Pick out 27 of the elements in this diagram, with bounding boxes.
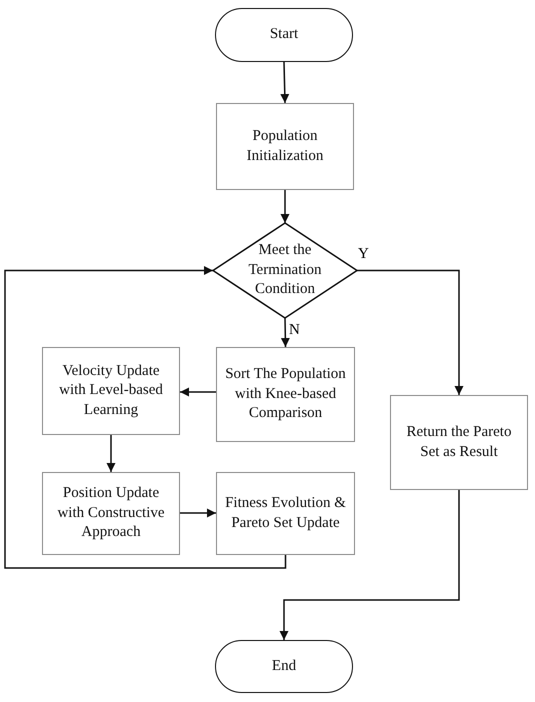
arrow	[280, 62, 290, 104]
node-text: Sort The Population with Knee-based Comparison	[225, 365, 346, 424]
process-box	[42, 347, 180, 435]
process-box	[42, 472, 180, 555]
node-text: Fitness Evolution & Pareto Set Update	[225, 494, 346, 532]
node-text: Velocity Update with Level-based Learning	[58, 362, 164, 420]
node-text: Return the Pareto Set as Result	[406, 423, 512, 462]
arrow	[280, 190, 290, 223]
process-box	[216, 347, 355, 442]
process-box	[216, 472, 355, 555]
arrow	[180, 508, 216, 518]
node-text: Population Initialization	[246, 127, 324, 166]
node-text: End	[272, 656, 296, 676]
arrow	[4, 266, 286, 569]
process-box	[390, 395, 528, 490]
process-box	[216, 103, 354, 190]
arrow	[106, 435, 116, 472]
arrow	[180, 388, 216, 396]
node-text: Start	[270, 25, 298, 44]
decision-diamond	[213, 223, 357, 318]
arrow	[280, 318, 290, 348]
node-text: Position Update with Constructive Approach	[56, 484, 166, 542]
arrow	[357, 270, 464, 395]
node-text: Meet the Termination Condition	[247, 241, 323, 300]
terminal-pill	[215, 8, 353, 62]
terminal-pill	[215, 640, 353, 693]
arrow	[280, 490, 460, 640]
